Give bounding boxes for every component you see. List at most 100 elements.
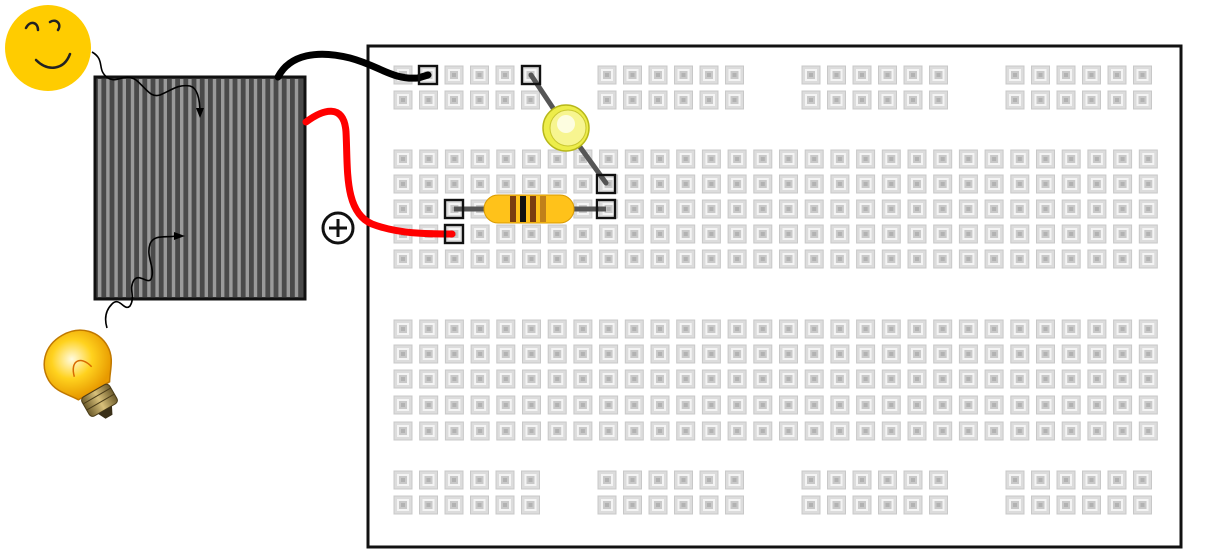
breadboard-hole [804, 199, 824, 219]
led [542, 104, 590, 152]
panel-stripe [286, 79, 290, 297]
breadboard-hole [650, 224, 670, 244]
breadboard-hole [856, 174, 876, 194]
breadboard-hole [1107, 90, 1127, 110]
breadboard-hole [984, 319, 1004, 339]
breadboard-hole [573, 421, 593, 441]
breadboard-hole [727, 369, 747, 389]
breadboard-hole [1138, 249, 1158, 269]
breadboard-hole [674, 90, 693, 110]
breadboard-hole [1087, 319, 1107, 339]
breadboard-hole [984, 199, 1004, 219]
breadboard-hole [1061, 149, 1081, 169]
breadboard-hole [1082, 495, 1101, 515]
breadboard-hole [881, 224, 901, 244]
breadboard-hole [1061, 344, 1081, 364]
solar-panel-stripes [98, 79, 299, 297]
breadboard-hole [470, 495, 489, 515]
breadboard-hole [727, 249, 747, 269]
breadboard-hole [1005, 90, 1025, 110]
breadboard-hole [547, 174, 567, 194]
breadboard-hole [1107, 495, 1127, 515]
breadboard-hole [1087, 369, 1107, 389]
breadboard-hole [623, 65, 642, 85]
resistor [483, 194, 575, 224]
breadboard-hole [393, 470, 413, 490]
breadboard-hole [419, 495, 438, 515]
breadboard-hole [676, 199, 696, 219]
breadboard-hole [522, 421, 541, 441]
breadboard-hole [804, 395, 824, 415]
breadboard-hole [856, 369, 876, 389]
breadboard-hole [699, 65, 719, 85]
breadboard-hole [470, 395, 490, 415]
used-hole-pos-wire [443, 223, 465, 245]
breadboard-hole [1113, 421, 1133, 441]
breadboard-hole [1061, 421, 1081, 441]
breadboard-hole [753, 421, 773, 441]
breadboard-hole [522, 224, 541, 244]
breadboard-hole [547, 344, 567, 364]
breadboard-hole [676, 319, 696, 339]
breadboard-hole [827, 495, 846, 515]
breadboard-hole [933, 199, 953, 219]
breadboard-hole [779, 421, 798, 441]
breadboard-hole [958, 395, 978, 415]
breadboard-hole [522, 319, 541, 339]
breadboard-hole [1061, 395, 1081, 415]
breadboard-hole [1010, 369, 1030, 389]
breadboard-hole [856, 319, 876, 339]
breadboard-hole [496, 369, 516, 389]
breadboard-hole [1056, 470, 1076, 490]
breadboard-hole [984, 174, 1004, 194]
breadboard-hole [958, 369, 978, 389]
breadboard-hole [648, 65, 668, 85]
breadboard-hole [547, 249, 567, 269]
breadboard-hole [597, 495, 617, 515]
breadboard-hole [1010, 421, 1030, 441]
breadboard-hole [929, 470, 948, 490]
breadboard-hole [933, 319, 953, 339]
breadboard-hole [650, 174, 670, 194]
breadboard-hole [1010, 249, 1030, 269]
resistor-band [510, 196, 516, 222]
breadboard-hole [496, 249, 516, 269]
breadboard-hole [958, 344, 978, 364]
breadboard-hole [984, 344, 1004, 364]
breadboard-hole [393, 344, 413, 364]
breadboard-hole [701, 395, 721, 415]
breadboard-hole [444, 421, 464, 441]
panel-stripe [163, 79, 167, 297]
breadboard-hole [1036, 344, 1055, 364]
breadboard-hole [470, 174, 490, 194]
breadboard-hole [521, 90, 540, 110]
breadboard-hole [495, 90, 515, 110]
breadboard-hole [907, 369, 927, 389]
breadboard-hole [779, 174, 798, 194]
breadboard-hole [676, 395, 696, 415]
breadboard-hole [801, 65, 821, 85]
breadboard-hole [1056, 495, 1076, 515]
breadboard-hole [856, 249, 876, 269]
breadboard-hole [725, 65, 744, 85]
breadboard-hole [1082, 65, 1101, 85]
breadboard-hole [496, 395, 516, 415]
breadboard-hole [522, 369, 541, 389]
breadboard-hole [830, 249, 850, 269]
breadboard-hole [674, 470, 693, 490]
breadboard-hole [984, 421, 1004, 441]
breadboard-hole [1036, 421, 1055, 441]
breadboard-hole [727, 224, 747, 244]
panel-stripe [245, 79, 249, 297]
breadboard-hole [597, 90, 617, 110]
breadboard-hole [496, 174, 516, 194]
breadboard-hole [856, 224, 876, 244]
breadboard-hole [1005, 65, 1025, 85]
breadboard-hole [1133, 495, 1152, 515]
breadboard-hole [1113, 174, 1133, 194]
breadboard-hole [727, 319, 747, 339]
breadboard-hole [496, 344, 516, 364]
breadboard-hole [852, 470, 872, 490]
breadboard-hole [1010, 224, 1030, 244]
breadboard-hole [804, 344, 824, 364]
